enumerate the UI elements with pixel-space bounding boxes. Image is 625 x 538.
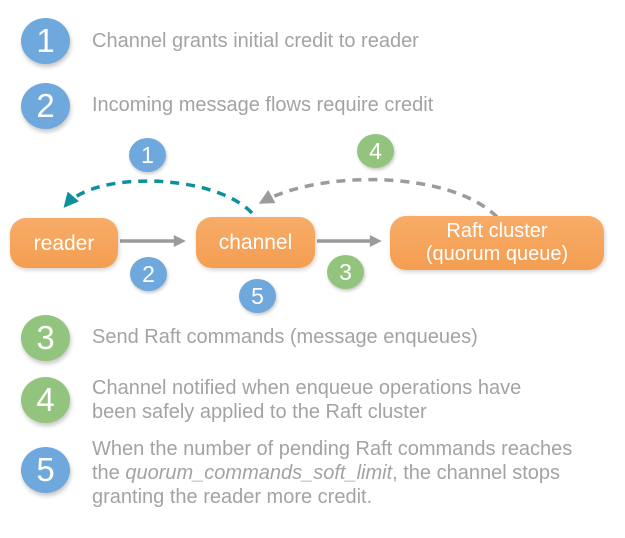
legend-step-2-number: 2 [36, 87, 55, 124]
legend-step-2-text: Incoming message flows require credit [92, 94, 434, 116]
legend-step-3-text: Send Raft commands (message enqueues) [92, 326, 478, 348]
legend-step-5-text: When the number of pending Raft commands… [92, 437, 572, 509]
legend-step-5-line2: the quorum_commands_soft_limit, the chan… [92, 462, 561, 484]
legend-step-3-number: 3 [36, 319, 55, 356]
legend-step-5-number: 5 [36, 451, 55, 488]
diagram-badge-1: 1 [129, 138, 166, 172]
legend-step-4-text: Channel notified when enqueue operations… [92, 376, 521, 424]
legend-step-4-line1: Channel notified when enqueue operations… [92, 377, 522, 399]
legend-step-1-number: 1 [36, 22, 55, 59]
legend-step-5-line1: When the number of pending Raft commands… [92, 438, 573, 460]
legend-step-5-circle: 5 [21, 447, 70, 493]
legend-step-3-circle: 3 [21, 315, 70, 361]
node-reader: reader [10, 218, 118, 268]
node-raft-cluster: Raft cluster (quorum queue) [390, 216, 604, 270]
legend-step-4-number: 4 [36, 381, 55, 418]
node-raft-cluster-label-line1: Raft cluster [446, 220, 548, 242]
diagram-badge-4: 4 [357, 134, 394, 168]
legend-step-4-line2: been safely applied to the Raft cluster [92, 401, 427, 423]
diagram-badge-5: 5 [239, 279, 276, 313]
legend-step-2-circle: 2 [21, 83, 70, 129]
legend-step-1-text: Channel grants initial credit to reader [92, 30, 419, 52]
legend-step-1-circle: 1 [21, 18, 70, 64]
node-channel: channel [196, 217, 315, 268]
credit-grant-dashed-arrow [63, 179, 254, 215]
legend-step-4-circle: 4 [21, 377, 70, 423]
node-reader-label: reader [33, 231, 95, 255]
node-channel-label: channel [218, 231, 293, 254]
legend-step-5-line3: granting the reader more credit. [92, 486, 373, 508]
diagram-badge-3: 3 [327, 255, 364, 289]
soft-limit-term: quorum_commands_soft_limit [125, 462, 393, 484]
diagram-badge-2: 2 [130, 257, 167, 291]
applied-notification-dashed-arrow [258, 177, 499, 219]
node-raft-cluster-label-line2: (quorum queue) [425, 243, 569, 265]
